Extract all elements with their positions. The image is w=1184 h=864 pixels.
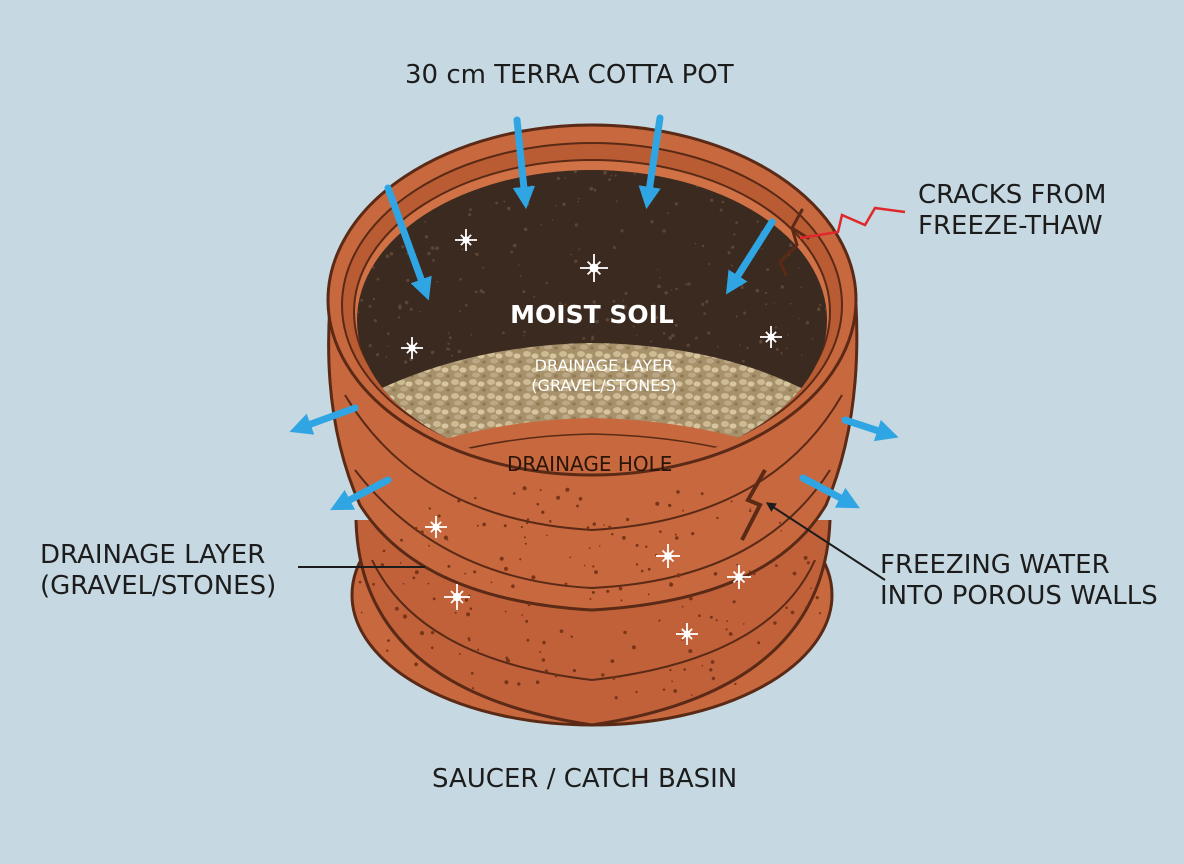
arrow-icon	[638, 114, 664, 210]
snowflake-icon	[656, 544, 680, 568]
arrow-icon	[725, 218, 776, 295]
saucer-label: SAUCER / CATCH BASIN	[432, 764, 738, 794]
water-arrows	[289, 114, 899, 511]
snowflake-icon	[425, 516, 447, 538]
arrow-icon	[289, 404, 359, 435]
arrow-icon	[841, 416, 899, 442]
snowflake-icon	[401, 337, 423, 359]
drainage-inner-label: DRAINAGE LAYER (GRAVEL/STONES)	[531, 356, 677, 395]
snowflake-icon	[580, 254, 608, 282]
snowflake-icon	[676, 623, 698, 645]
snowflake-icon	[727, 565, 751, 589]
frost-sparkles	[401, 229, 782, 645]
arrow-icon	[799, 474, 860, 509]
drainage-hole-label: DRAINAGE HOLE	[507, 452, 673, 476]
arrow-icon	[384, 184, 432, 301]
lightning-crack-icon	[799, 206, 906, 240]
drainage-outer-label: DRAINAGE LAYER (GRAVEL/STONES)	[40, 540, 277, 602]
freezing-water-label: FREEZING WATER INTO POROUS WALLS	[880, 550, 1158, 612]
snowflake-icon	[760, 326, 782, 348]
cracks-label: CRACKS FROM FREEZE-THAW	[918, 180, 1107, 242]
snowflake-icon	[455, 229, 477, 251]
snowflake-icon	[444, 584, 470, 610]
crack-right-wall	[740, 469, 767, 541]
moist-soil-label: MOIST SOIL	[510, 300, 674, 329]
porous-speckles	[358, 472, 822, 700]
page-title: 30 cm TERRA COTTA POT	[405, 60, 734, 90]
arrow-icon	[512, 116, 535, 210]
freezing-pointer	[765, 502, 886, 581]
arrow-icon	[330, 476, 392, 511]
